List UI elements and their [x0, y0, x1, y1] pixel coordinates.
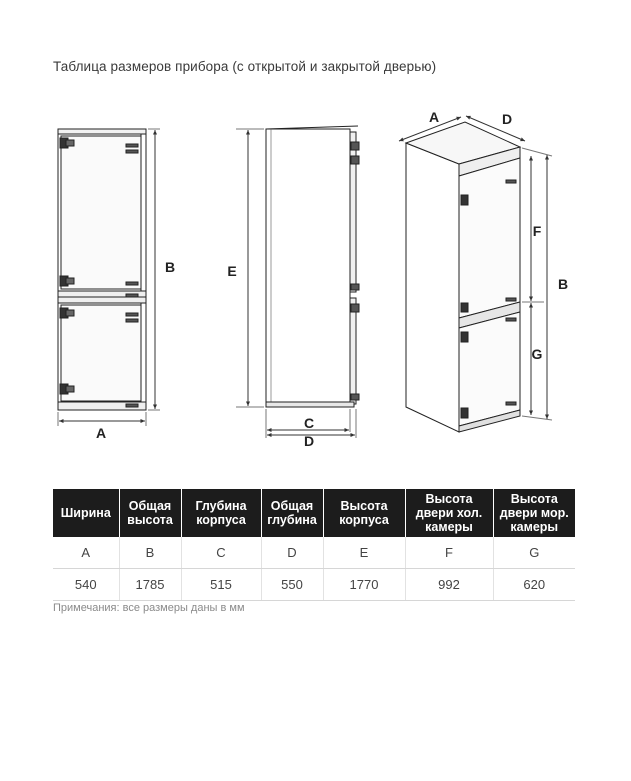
table-cell: 515 [181, 568, 262, 601]
header-cell: Общая глубина [261, 489, 324, 537]
units-note: Примечания: все размеры даны в мм [53, 602, 245, 614]
table-cell: D [261, 537, 324, 569]
table-cell: 620 [493, 568, 575, 601]
table-cell: B [119, 537, 182, 569]
header-cell: Общая высота [119, 489, 182, 537]
table-cell: 992 [405, 568, 494, 601]
table-cell: A [53, 537, 120, 569]
table-header-row: Ширина Общая высота Глубина корпуса Обща… [53, 489, 575, 537]
table-cell: 550 [261, 568, 324, 601]
label-c-side: C [304, 415, 314, 431]
table-cell: 1785 [119, 568, 182, 601]
header-cell: Ширина [53, 489, 120, 537]
label-e-side: E [227, 263, 236, 279]
isometric-view [398, 115, 553, 433]
table-cell: 540 [53, 568, 120, 601]
table-row-letters: A B C D E F G [53, 537, 575, 569]
dimension-drawing: A B E C D [57, 109, 568, 449]
table-row-values: 540 1785 515 550 1770 992 620 [53, 568, 575, 601]
label-a-iso: A [429, 109, 439, 125]
side-view [236, 125, 360, 438]
label-f-iso: F [533, 223, 542, 239]
header-cell: Высота корпуса [323, 489, 406, 537]
label-d-iso: D [502, 111, 512, 127]
label-b-front: B [165, 259, 175, 275]
header-cell: Высота двери хол. камеры [405, 489, 494, 537]
header-cell: Высота двери мор. камеры [493, 489, 575, 537]
table-cell: F [405, 537, 494, 569]
label-d-side: D [304, 433, 314, 449]
label-g-iso: G [532, 346, 543, 362]
page-title: Таблица размеров прибора (с открытой и з… [53, 59, 437, 74]
front-view [57, 128, 160, 426]
label-a-front: A [96, 425, 106, 441]
label-b-iso: B [558, 276, 568, 292]
header-cell: Глубина корпуса [181, 489, 262, 537]
dimensions-table: Ширина Общая высота Глубина корпуса Обща… [53, 489, 575, 601]
table-cell: G [493, 537, 575, 569]
table-cell: E [323, 537, 406, 569]
table-cell: C [181, 537, 262, 569]
table-cell: 1770 [323, 568, 406, 601]
